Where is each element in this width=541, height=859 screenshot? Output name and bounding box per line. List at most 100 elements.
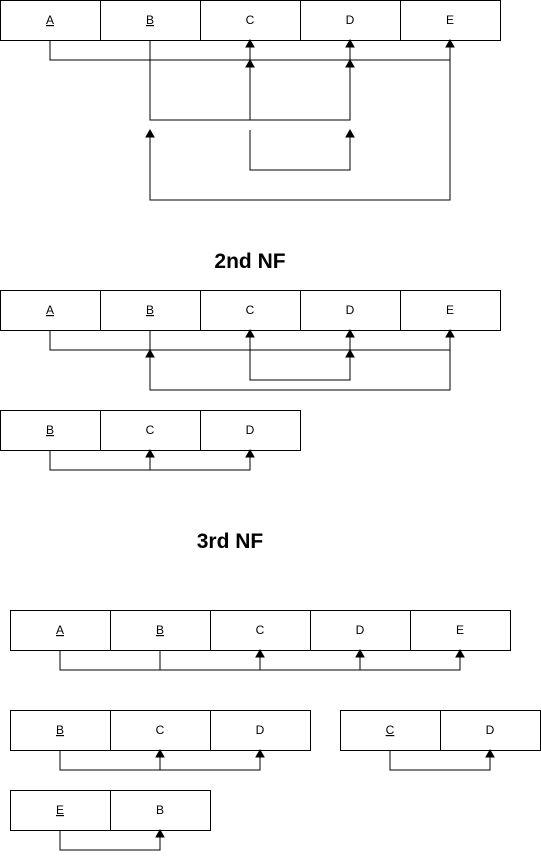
arrowhead-icon bbox=[245, 58, 255, 68]
dependencies-3nf-eb bbox=[59, 828, 165, 851]
table-3nf-bcd: B C D bbox=[10, 710, 311, 751]
attribute-cell-box bbox=[340, 710, 441, 751]
attribute-cell-box bbox=[210, 610, 311, 651]
attribute-cell-b: B bbox=[100, 0, 201, 41]
attribute-cell-box bbox=[110, 790, 211, 831]
dependency-line-e-to-b bbox=[149, 60, 451, 201]
attribute-cell-b: B bbox=[110, 790, 211, 831]
attribute-cell-d: D bbox=[210, 710, 311, 751]
attribute-cell-box bbox=[0, 290, 101, 331]
attribute-cell-box bbox=[440, 710, 541, 751]
arrowhead-icon bbox=[485, 748, 495, 758]
key-attribute-label: B bbox=[146, 303, 154, 317]
attribute-cell-box bbox=[10, 610, 111, 651]
dependency-line-e-to-b bbox=[59, 830, 161, 851]
arrowhead-icon bbox=[155, 828, 165, 838]
attribute-cell-box bbox=[100, 0, 201, 41]
attribute-label: E bbox=[446, 13, 454, 27]
dependency-line-c-to-d bbox=[249, 130, 351, 171]
attribute-label: C bbox=[156, 723, 165, 737]
key-attribute-label: A bbox=[46, 13, 54, 27]
attribute-cell-a: A bbox=[0, 290, 101, 331]
attribute-cell-box bbox=[0, 0, 101, 41]
arrowhead-icon bbox=[245, 328, 255, 338]
attribute-label: D bbox=[256, 723, 265, 737]
arrowhead-icon bbox=[245, 448, 255, 458]
attribute-cell-e: E bbox=[10, 790, 111, 831]
attribute-cell-d: D bbox=[310, 610, 411, 651]
attribute-cell-b: B bbox=[0, 410, 101, 451]
dependencies-2nf-main bbox=[49, 328, 455, 391]
arrowhead-icon bbox=[255, 748, 265, 758]
attribute-label: C bbox=[246, 13, 255, 27]
attribute-label: C bbox=[256, 623, 265, 637]
attribute-cell-a: A bbox=[10, 610, 111, 651]
attribute-cell-box bbox=[200, 0, 301, 41]
arrowhead-icon bbox=[345, 58, 355, 68]
arrowhead-icon bbox=[455, 648, 465, 658]
arrowhead-icon bbox=[145, 128, 155, 138]
attribute-label: D bbox=[356, 623, 365, 637]
attribute-cell-box bbox=[100, 410, 201, 451]
attribute-cell-box bbox=[400, 290, 501, 331]
arrowhead-icon bbox=[345, 348, 355, 358]
attribute-label: D bbox=[486, 723, 495, 737]
attribute-cell-d: D bbox=[300, 0, 401, 41]
key-attribute-label: B bbox=[56, 723, 64, 737]
attribute-cell-box bbox=[200, 290, 301, 331]
key-attribute-label: B bbox=[146, 13, 154, 27]
attribute-cell-c: C bbox=[110, 710, 211, 751]
key-attribute-label: B bbox=[156, 623, 164, 637]
arrowhead-icon bbox=[355, 648, 365, 658]
key-attribute-label: E bbox=[56, 803, 64, 817]
attribute-label: B bbox=[156, 803, 164, 817]
attribute-cell-c: C bbox=[200, 290, 301, 331]
attribute-cell-e: E bbox=[410, 610, 511, 651]
attribute-cell-d: D bbox=[200, 410, 301, 451]
attribute-cell-d: D bbox=[440, 710, 541, 751]
attribute-cell-c: C bbox=[340, 710, 441, 751]
attribute-cell-b: B bbox=[10, 710, 111, 751]
arrowhead-icon bbox=[345, 328, 355, 338]
dependency-line-c-to-d bbox=[389, 750, 491, 771]
key-attribute-label: A bbox=[46, 303, 54, 317]
key-attribute-label: A bbox=[56, 623, 64, 637]
arrowhead-icon bbox=[345, 38, 355, 48]
attribute-label: D bbox=[246, 423, 255, 437]
attribute-cell-b: B bbox=[100, 290, 201, 331]
attribute-cell-b: B bbox=[110, 610, 211, 651]
attribute-cell-d: D bbox=[300, 290, 401, 331]
arrowhead-icon bbox=[155, 748, 165, 758]
attribute-label: D bbox=[346, 13, 355, 27]
arrowhead-icon bbox=[145, 448, 155, 458]
key-attribute-label: C bbox=[386, 723, 395, 737]
arrowhead-icon bbox=[255, 648, 265, 658]
attribute-label: C bbox=[146, 423, 155, 437]
attribute-cell-a: A bbox=[0, 0, 101, 41]
attribute-cell-e: E bbox=[400, 0, 501, 41]
dependencies-3nf-bcd bbox=[59, 748, 265, 771]
arrowhead-icon bbox=[145, 348, 155, 358]
arrowhead-icon bbox=[445, 38, 455, 48]
attribute-cell-box bbox=[210, 710, 311, 751]
attribute-label: E bbox=[456, 623, 464, 637]
table-3nf-main: A B C D E bbox=[10, 610, 511, 651]
dependencies-2nf-bcd bbox=[49, 448, 255, 471]
dependency-line-e-to-b bbox=[149, 350, 451, 391]
arrowhead-icon bbox=[245, 38, 255, 48]
attribute-cell-c: C bbox=[100, 410, 201, 451]
dependencies-3nf-cd bbox=[389, 748, 495, 771]
attribute-label: C bbox=[246, 303, 255, 317]
attribute-cell-box bbox=[310, 610, 411, 651]
attribute-label: E bbox=[446, 303, 454, 317]
table-2nf-bcd: B C D bbox=[0, 410, 301, 451]
table-unnormalized: A B C D E bbox=[0, 0, 501, 41]
attribute-label: D bbox=[346, 303, 355, 317]
attribute-cell-box bbox=[10, 710, 111, 751]
dependency-line-c-to-d bbox=[249, 336, 351, 381]
arrowhead-icon bbox=[345, 128, 355, 138]
dependencies-3nf-main bbox=[59, 648, 465, 671]
